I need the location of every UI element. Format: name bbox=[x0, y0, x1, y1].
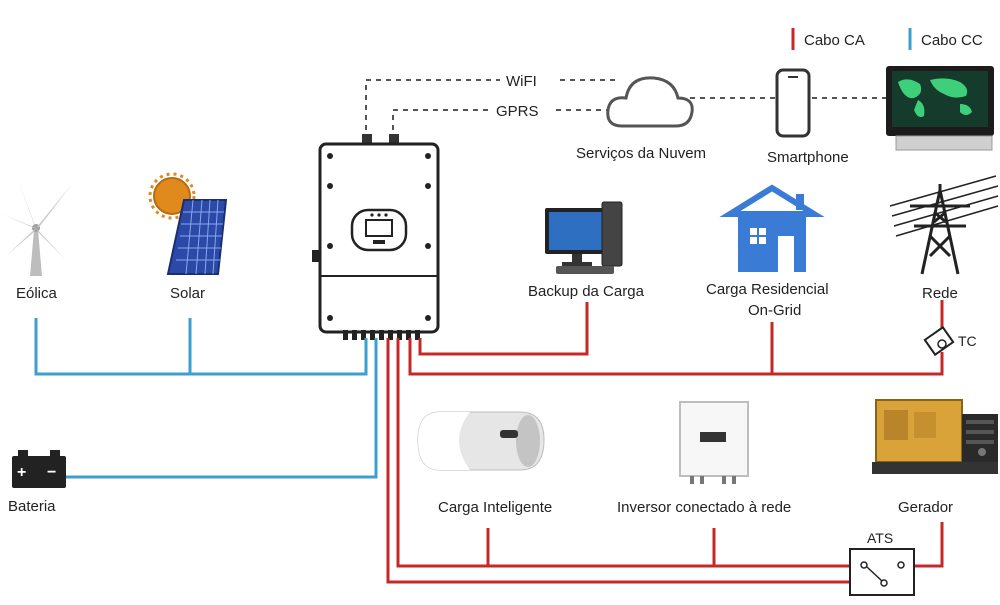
residential-label-line1: Carga Residencial bbox=[706, 281, 829, 298]
grid-label: Rede bbox=[922, 285, 958, 302]
smartphone-icon bbox=[775, 68, 811, 138]
grid-inverter-label: Inversor conectado à rede bbox=[617, 499, 791, 516]
desktop-computer-icon bbox=[545, 201, 623, 274]
current-transformer-icon bbox=[923, 325, 955, 357]
battery-label: Bateria bbox=[8, 498, 56, 515]
smartphone-label: Smartphone bbox=[767, 149, 849, 166]
legend-ac-label: Cabo CA bbox=[804, 32, 865, 49]
backup-load-label: Backup da Carga bbox=[528, 283, 645, 300]
ac-wiring bbox=[386, 300, 944, 584]
residential-label-line2: On-Grid bbox=[748, 302, 801, 319]
cloud-icon bbox=[606, 76, 694, 128]
generator-label: Gerador bbox=[898, 499, 953, 516]
hybrid-inverter-icon bbox=[312, 134, 440, 340]
wifi-link bbox=[365, 79, 500, 140]
smart-load-label: Carga Inteligente bbox=[438, 499, 552, 516]
wind-label: Eólica bbox=[16, 285, 58, 302]
gprs-link bbox=[392, 109, 490, 140]
dc-wind-wire bbox=[34, 318, 368, 376]
wifi-label: WiFI bbox=[506, 73, 537, 90]
ct-label: TC bbox=[958, 333, 977, 349]
ac-grid-wire bbox=[408, 338, 944, 376]
generator-icon bbox=[872, 399, 998, 474]
ac-generator-wire bbox=[914, 522, 944, 568]
monitor-icon bbox=[886, 66, 994, 151]
solar-panel-icon bbox=[148, 172, 228, 275]
battery-icon: + − bbox=[12, 450, 66, 488]
communication-links bbox=[365, 79, 886, 140]
svg-text:+: + bbox=[17, 464, 26, 481]
power-tower-icon bbox=[889, 175, 999, 275]
water-heater-icon bbox=[417, 411, 545, 471]
svg-text:−: − bbox=[47, 464, 56, 481]
ac-load-wire bbox=[396, 338, 850, 568]
ac-gen-port-wire bbox=[386, 338, 850, 584]
legend-dc-label: Cabo CC bbox=[921, 32, 983, 49]
legend: Cabo CA Cabo CC bbox=[791, 28, 983, 50]
gprs-label: GPRS bbox=[496, 103, 539, 120]
grid-tied-inverter-icon bbox=[679, 401, 749, 484]
ac-backup-wire bbox=[418, 302, 589, 356]
ats-switch-icon bbox=[849, 548, 915, 596]
house-icon bbox=[719, 184, 825, 272]
dc-wiring bbox=[34, 318, 378, 479]
solar-label: Solar bbox=[170, 285, 205, 302]
wind-turbine-icon bbox=[2, 180, 72, 276]
dc-battery-wire bbox=[64, 338, 378, 479]
cloud-label: Serviços da Nuvem bbox=[576, 145, 706, 162]
ats-label: ATS bbox=[867, 530, 893, 546]
